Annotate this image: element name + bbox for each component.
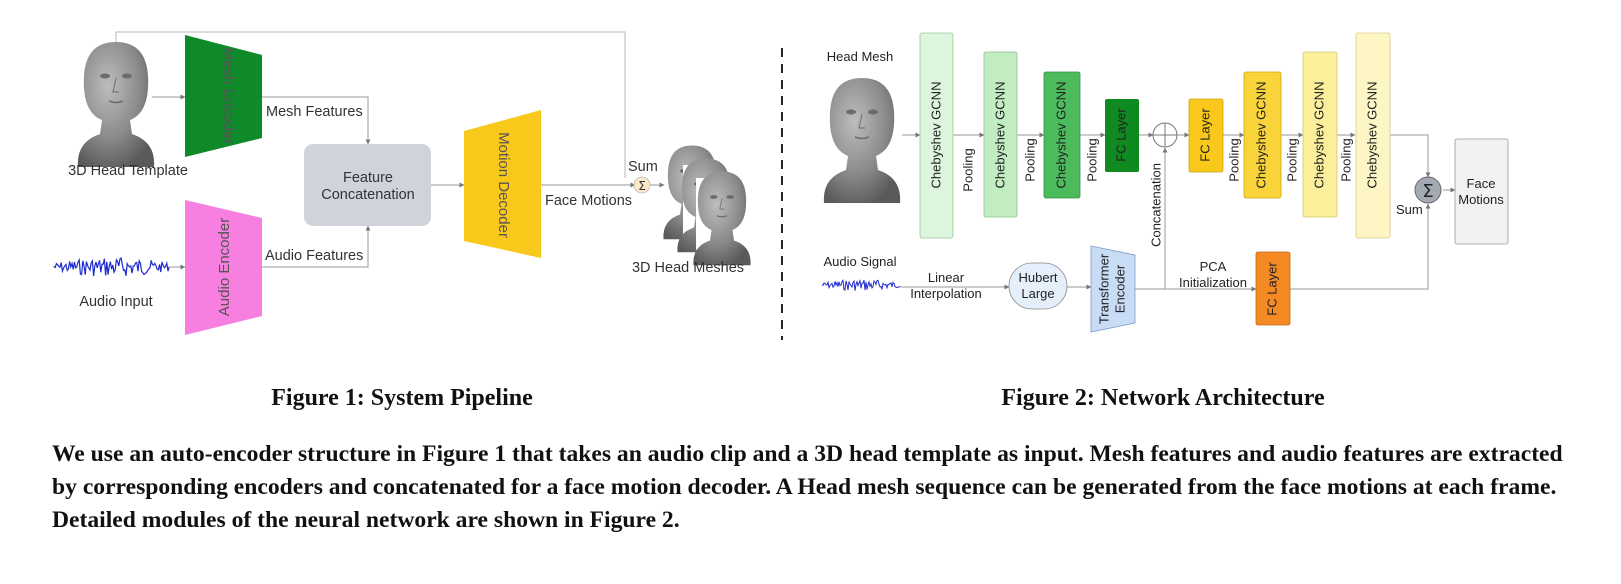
mesh-encoder-label: Mesh Encoder <box>220 48 237 145</box>
audio-input-label: Audio Input <box>79 294 152 310</box>
gcnn-label: Chebyshev GCNN <box>1053 82 1068 189</box>
head-mesh-input-icon <box>823 77 901 204</box>
head-meshes-label: 3D Head Meshes <box>632 260 744 276</box>
hubert-large-block <box>1008 262 1068 310</box>
face-motions-label: Face Motions <box>545 193 632 209</box>
mesh-encoder-block <box>185 35 262 157</box>
head-template-label: 3D Head Template <box>68 163 188 179</box>
feature-concatenation-block <box>304 144 431 226</box>
pooling-label: Pooling <box>1022 138 1037 181</box>
pooling-label: Pooling <box>1226 138 1241 181</box>
figure1-pipeline: 3D Head Template Mesh Encoder Mesh Featu… <box>53 31 752 335</box>
figure-diagrams: 3D Head Template Mesh Encoder Mesh Featu… <box>53 31 1509 340</box>
transformer-line2: Encoder <box>1112 264 1127 313</box>
audio-encoder-block <box>185 200 262 335</box>
figure1-caption: Figure 1: System Pipeline <box>271 385 533 411</box>
gcnn-block-5: Chebyshev GCNN <box>1302 51 1338 218</box>
head-meshes-stack <box>662 144 752 266</box>
figure2-architecture: Head Mesh Chebyshev GCNN Pooling Chebysh… <box>821 32 1509 333</box>
feature-concat-line2: Concatenation <box>321 187 415 203</box>
audio-features-label: Audio Features <box>265 248 363 264</box>
pca-line1: PCA <box>1200 259 1227 274</box>
linear-interpolation-line1: Linear <box>928 270 965 285</box>
transformer-encoder-block <box>1090 245 1136 333</box>
linear-interpolation-line2: Interpolation <box>910 286 982 301</box>
pca-line2: Initialization <box>1179 275 1247 290</box>
face-motions-line1: Face <box>1467 176 1496 191</box>
gcnn-label: Chebyshev GCNN <box>928 82 943 189</box>
face-motions-line2: Motions <box>1458 192 1504 207</box>
mesh-features-label: Mesh Features <box>266 104 363 120</box>
audio-features-connector <box>262 225 371 268</box>
transformer-line1: Transformer <box>1096 253 1111 324</box>
audio-signal-label: Audio Signal <box>824 254 897 269</box>
sum-icon: Σ <box>638 179 646 193</box>
sum-node <box>633 176 651 194</box>
head-mesh-label: Head Mesh <box>827 49 893 64</box>
fc-layer-orange: FC Layer <box>1255 251 1291 326</box>
gcnn-block-1: Chebyshev GCNN <box>919 32 954 239</box>
audio-encoder-label: Audio Encoder <box>216 218 233 316</box>
fc-to-sum-connector <box>1290 203 1431 290</box>
sum-label: Sum <box>1396 202 1423 217</box>
gcnn-to-sum-connector <box>1390 134 1431 178</box>
fc-layer-yellow: FC Layer <box>1188 98 1224 173</box>
gcnn-block-3: Chebyshev GCNN <box>1043 71 1081 199</box>
gcnn-block-6: Chebyshev GCNN <box>1355 32 1391 239</box>
fc-layer-label: FC Layer <box>1113 108 1128 162</box>
pooling-label: Pooling <box>1084 138 1099 181</box>
face-motions-output-block <box>1454 138 1509 245</box>
gcnn-label: Chebyshev GCNN <box>1311 82 1326 189</box>
gcnn-label: Chebyshev GCNN <box>992 82 1007 189</box>
concatenation-label: Concatenation <box>1148 163 1163 247</box>
pooling-label: Pooling <box>1338 138 1353 181</box>
motion-decoder-label: Motion Decoder <box>495 132 512 238</box>
gcnn-block-2: Chebyshev GCNN <box>983 51 1018 218</box>
audio-input-waveform <box>53 257 170 277</box>
audio-signal-waveform <box>821 279 901 291</box>
gcnn-label: Chebyshev GCNN <box>1253 82 1268 189</box>
hubert-line2: Large <box>1021 286 1054 301</box>
head-mesh-icon <box>692 170 752 266</box>
hubert-line1: Hubert <box>1018 270 1057 285</box>
fc-layer-label: FC Layer <box>1197 108 1212 162</box>
fc-layer-green: FC Layer <box>1105 99 1139 172</box>
head-template-icon <box>77 41 155 168</box>
gcnn-label: Chebyshev GCNN <box>1364 82 1379 189</box>
description-paragraph: We use an auto-encoder structure in Figu… <box>52 441 1563 533</box>
feature-concat-line1: Feature <box>343 170 393 186</box>
sum-node <box>1414 176 1442 204</box>
pooling-label: Pooling <box>1284 138 1299 181</box>
pooling-label: Pooling <box>960 148 975 191</box>
mesh-features-connector <box>262 96 371 145</box>
template-skip-connector <box>115 31 626 178</box>
fc-layer-label: FC Layer <box>1264 262 1279 316</box>
motion-decoder-block <box>464 110 541 258</box>
sum-label: Sum <box>628 159 658 175</box>
gcnn-block-4: Chebyshev GCNN <box>1243 71 1282 199</box>
figure2-caption: Figure 2: Network Architecture <box>1001 385 1325 411</box>
sum-icon: Σ <box>1422 181 1433 202</box>
